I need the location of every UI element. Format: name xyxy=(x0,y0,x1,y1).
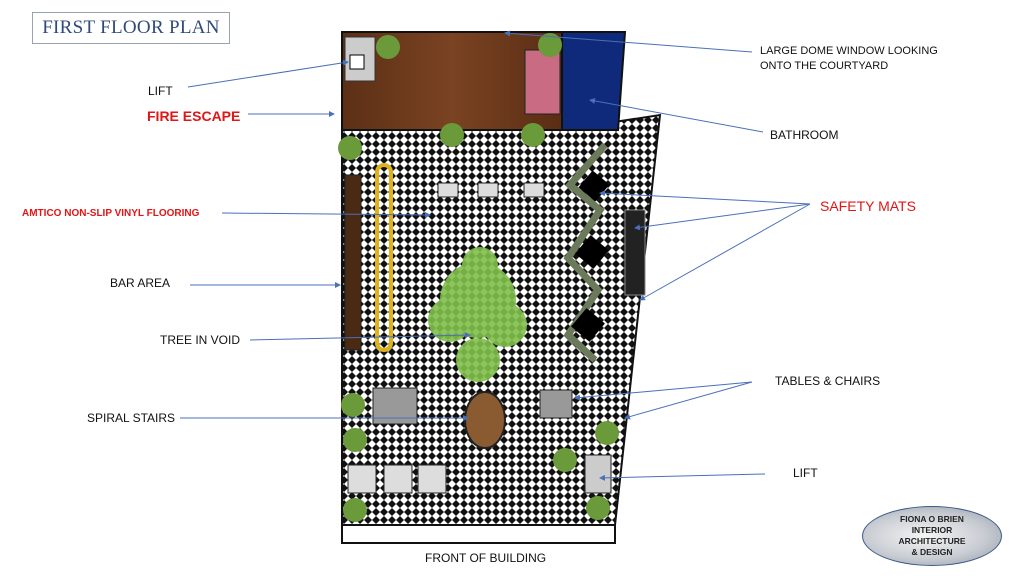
label-tables-chairs: TABLES & CHAIRS xyxy=(775,374,881,388)
lift-bottom xyxy=(584,454,612,494)
logo-line4: & DESIGN xyxy=(911,547,953,557)
label-flooring: AMTICO NON-SLIP VINYL FLOORING xyxy=(22,208,200,219)
label-lift-bottom: LIFT xyxy=(793,466,818,480)
dome-window-line1: LARGE DOME WINDOW LOOKING xyxy=(760,45,938,57)
bar-rail xyxy=(375,163,393,352)
logo-line2: INTERIOR xyxy=(911,525,953,535)
bathroom xyxy=(561,31,627,131)
label-fire-escape: FIRE ESCAPE xyxy=(147,108,241,124)
bath-mat xyxy=(524,49,561,115)
safety-mats xyxy=(563,142,608,363)
logo-line1: FIONA O BRIEN xyxy=(900,514,964,524)
designer-logo: FIONA O BRIEN INTERIOR ARCHITECTURE & DE… xyxy=(862,506,1002,566)
label-spiral-stairs: SPIRAL STAIRS xyxy=(87,411,176,425)
bar-counter xyxy=(344,174,362,351)
label-bathroom: BATHROOM xyxy=(770,128,839,142)
label-safety-mats: SAFETY MATS xyxy=(820,198,916,214)
label-lift-top: LIFT xyxy=(148,84,173,98)
logo-line3: ARCHITECTURE xyxy=(898,536,966,546)
label-tree-in-void: TREE IN VOID xyxy=(160,333,241,347)
label-bar-area: BAR AREA xyxy=(110,276,171,290)
front-strip xyxy=(341,524,616,544)
label-front-of-building: FRONT OF BUILDING xyxy=(425,551,547,565)
tree-in-void xyxy=(428,247,527,382)
label-dome-window: LARGE DOME WINDOW LOOKING ONTO THE COURT… xyxy=(760,44,938,74)
spiral-stairs xyxy=(464,391,506,449)
page-title: FIRST FLOOR PLAN xyxy=(32,12,230,44)
dome-window-line2: ONTO THE COURTYARD xyxy=(760,60,889,72)
